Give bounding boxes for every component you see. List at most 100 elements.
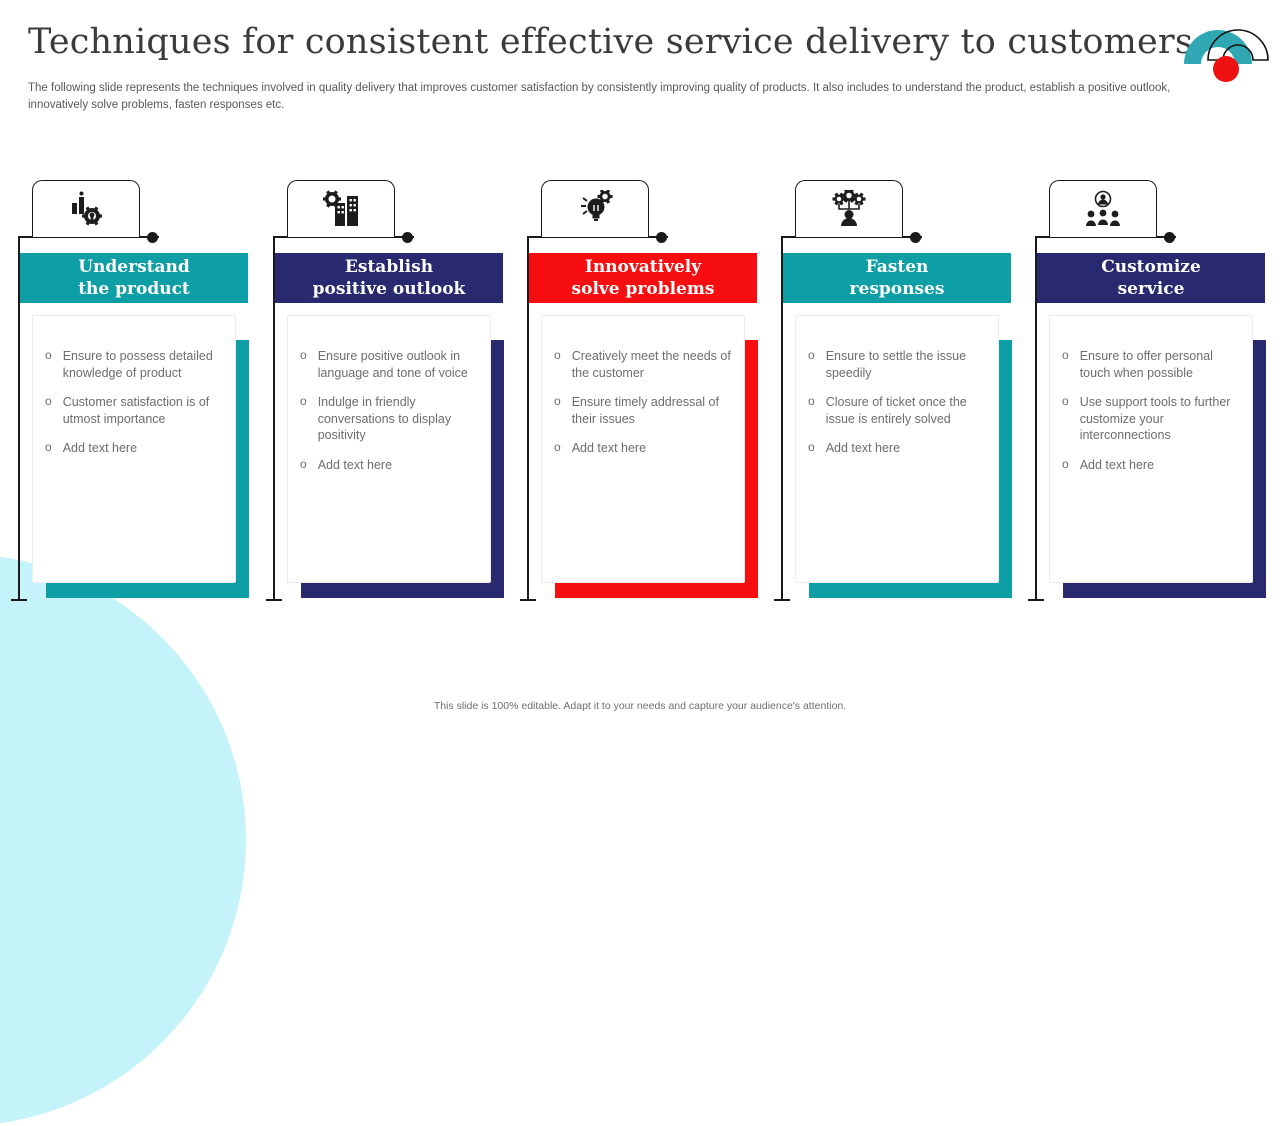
bullet-item: o Indulge in friendly conversations to di… bbox=[300, 394, 482, 444]
connector-line-foot bbox=[11, 599, 27, 601]
column-title-line2: solve problems bbox=[571, 279, 715, 299]
bullet-item: o Add text here bbox=[45, 440, 227, 457]
bullet-text: Add text here bbox=[62, 441, 138, 455]
bullet-marker: o bbox=[1062, 394, 1069, 408]
bullet-item: o Add text here bbox=[1062, 457, 1244, 474]
bullet-item: o Add text here bbox=[300, 457, 482, 474]
column-understand-the-product: Understand the product o Ensure to posses… bbox=[11, 180, 250, 610]
bullet-marker: o bbox=[45, 394, 52, 408]
bullet-marker: o bbox=[300, 394, 307, 408]
connector-dot bbox=[656, 232, 667, 243]
bullet-marker: o bbox=[808, 348, 815, 362]
column-customize-service: Customize service o Ensure to offer perso… bbox=[1028, 180, 1267, 610]
bullet-text: Ensure positive outlook in language and … bbox=[317, 349, 468, 380]
column-header: Fasten responses bbox=[783, 253, 1011, 303]
building-gear-icon bbox=[320, 190, 362, 228]
column-title-line1: Innovatively bbox=[584, 256, 702, 277]
connector-horizontal-line bbox=[273, 236, 414, 238]
bullet-marker: o bbox=[554, 394, 561, 408]
team-icon bbox=[1082, 190, 1124, 228]
icon-tab bbox=[287, 180, 395, 237]
bullet-text: Add text here bbox=[1079, 457, 1155, 472]
person-gears-icon bbox=[828, 190, 870, 228]
bullet-list: o Ensure positive outlook in language and… bbox=[288, 316, 490, 473]
bullet-marker: o bbox=[300, 348, 307, 362]
connector-dot bbox=[1164, 232, 1175, 243]
bullet-marker: o bbox=[808, 394, 815, 408]
column-title-line1: Establish bbox=[344, 256, 434, 277]
column-title-line1: Customize bbox=[1101, 256, 1201, 277]
connector-horizontal-line bbox=[781, 236, 922, 238]
connector-horizontal-line bbox=[18, 236, 159, 238]
bullet-marker: o bbox=[1062, 456, 1069, 471]
bullet-text: Ensure to possess detailed knowledge of … bbox=[62, 349, 213, 380]
connector-horizontal-line bbox=[1035, 236, 1176, 238]
bullet-card: o Ensure positive outlook in language and… bbox=[287, 315, 491, 583]
bullet-text: Add text here bbox=[825, 441, 901, 455]
decorative-circle bbox=[0, 554, 246, 1126]
connector-horizontal-line bbox=[527, 236, 668, 238]
bullet-text: Ensure to offer personal touch when poss… bbox=[1079, 349, 1213, 380]
bullet-list: o Ensure to offer personal touch when pos… bbox=[1050, 316, 1252, 473]
bullet-item: o Use support tools to further customize … bbox=[1062, 394, 1244, 444]
bullet-card: o Ensure to possess detailed knowledge of… bbox=[32, 315, 236, 583]
bullet-text: Use support tools to further customize y… bbox=[1079, 395, 1231, 442]
bullet-card: o Ensure to offer personal touch when pos… bbox=[1049, 315, 1253, 583]
connector-dot bbox=[147, 232, 158, 243]
column-title-line2: service bbox=[1117, 279, 1185, 299]
bullet-marker: o bbox=[45, 440, 52, 454]
bullet-text: Indulge in friendly conversations to dis… bbox=[317, 395, 452, 442]
bulb-gear-icon bbox=[574, 190, 616, 228]
connector-vertical-line bbox=[527, 238, 529, 601]
bullet-item: o Ensure to possess detailed knowledge of… bbox=[45, 348, 227, 381]
bullet-item: o Ensure positive outlook in language and… bbox=[300, 348, 482, 381]
column-header: Innovatively solve problems bbox=[529, 253, 757, 303]
card-zone: o Ensure to offer personal touch when pos… bbox=[1049, 315, 1266, 598]
connector-line-foot bbox=[1028, 599, 1044, 601]
bullet-text: Ensure timely addressal of their issues bbox=[571, 395, 719, 426]
icon-tab bbox=[541, 180, 649, 237]
column-establish-positive-outlook: Establish positive outlook o Ensure posit… bbox=[266, 180, 505, 610]
slide-description: The following slide represents the techn… bbox=[28, 82, 1171, 111]
column-header: Understand the product bbox=[20, 253, 248, 303]
bullet-marker: o bbox=[45, 348, 52, 362]
column-title-line2: positive outlook bbox=[312, 279, 466, 299]
bullet-text: Add text here bbox=[317, 457, 393, 472]
bullet-marker: o bbox=[554, 348, 561, 362]
connector-vertical-line bbox=[18, 238, 20, 601]
connector-line-foot bbox=[266, 599, 282, 601]
connector-vertical-line bbox=[273, 238, 275, 601]
bullet-item: o Ensure timely addressal of their issues bbox=[554, 394, 736, 427]
bullet-marker: o bbox=[1062, 348, 1069, 362]
column-title-line2: responses bbox=[849, 279, 945, 299]
column-header: Customize service bbox=[1037, 253, 1265, 303]
column-title-line1: Fasten bbox=[865, 256, 929, 277]
bullet-text: Add text here bbox=[571, 441, 647, 455]
bullet-item: o Ensure to offer personal touch when pos… bbox=[1062, 348, 1244, 381]
card-zone: o Ensure to possess detailed knowledge of… bbox=[32, 315, 249, 598]
connector-vertical-line bbox=[781, 238, 783, 601]
connector-dot bbox=[910, 232, 921, 243]
connector-dot bbox=[402, 232, 413, 243]
column-title-line1: Understand bbox=[78, 256, 190, 277]
connector-vertical-line bbox=[1035, 238, 1037, 601]
bar-chart-gear-icon bbox=[65, 190, 107, 228]
icon-tab bbox=[1049, 180, 1157, 237]
column-header: Establish positive outlook bbox=[275, 253, 503, 303]
bullet-marker: o bbox=[300, 456, 307, 471]
bullet-marker: o bbox=[554, 440, 561, 454]
bullet-list: o Ensure to possess detailed knowledge of… bbox=[33, 316, 235, 457]
bullet-item: o Add text here bbox=[554, 440, 736, 457]
page-title: Techniques for consistent effective serv… bbox=[28, 22, 1194, 62]
